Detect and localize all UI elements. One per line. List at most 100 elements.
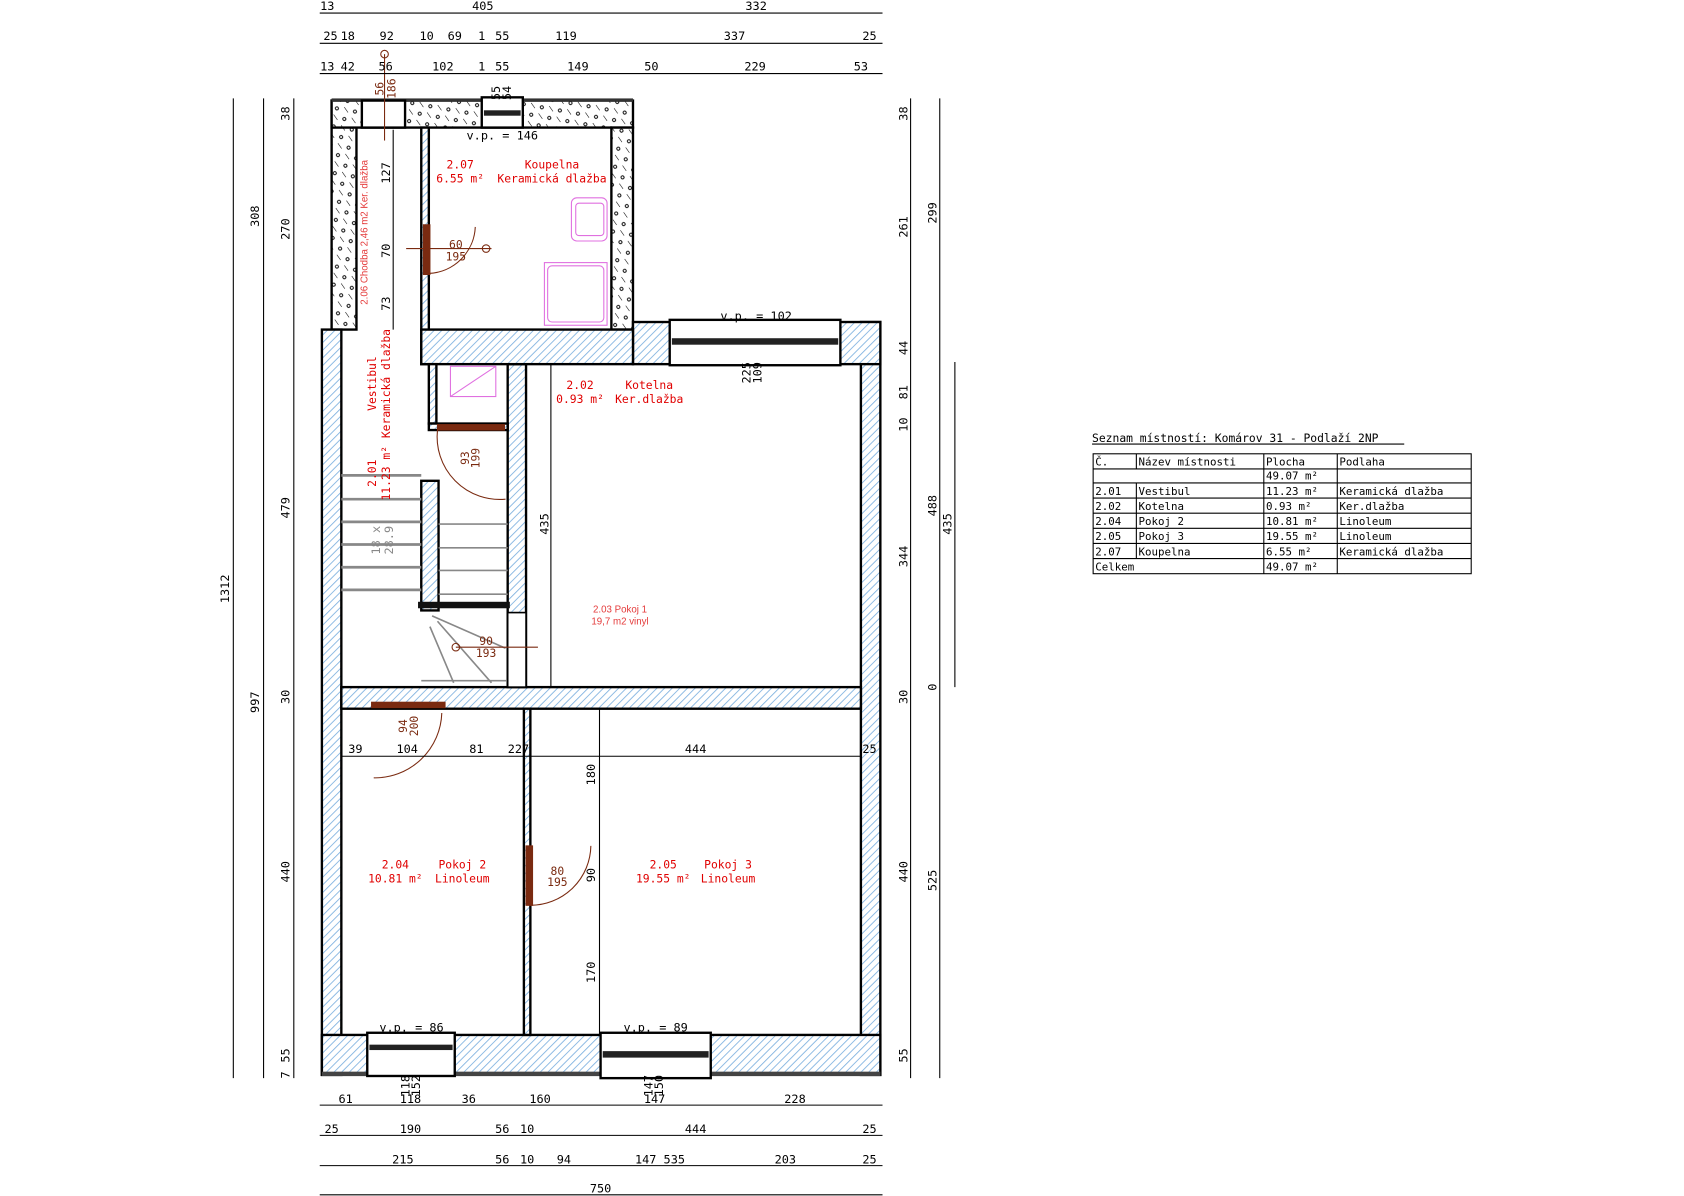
dimension-value: 479 — [278, 497, 292, 518]
room-labels: 2.07 6.55 m² Koupelna Keramická dlažba 2… — [359, 158, 755, 886]
room-area: 10.81 m² — [368, 872, 423, 886]
dimension-value: 270 — [278, 218, 292, 239]
table-cell: 11.23 m² — [1266, 485, 1318, 498]
room-label-chodba: 2.06 Chodba 2,46 m2 Ker. dlažba — [359, 159, 370, 304]
dimension-value: 38 — [896, 106, 910, 120]
dimension-value: 13 — [320, 0, 334, 13]
room-area: 19.55 m² — [636, 872, 691, 886]
dimension-value: 332 — [745, 0, 766, 13]
door-height: 195 — [547, 875, 567, 889]
dimension-value: 44 — [896, 341, 910, 355]
table-cell: Linoleum — [1339, 530, 1391, 543]
room-floor-pokoj1: 19,7 m2 vinyl — [591, 616, 648, 627]
table-cell: 2.01 — [1095, 485, 1121, 498]
dimension-value: 10 — [520, 1152, 534, 1166]
dimension-value: 337 — [724, 29, 745, 43]
dimension-value: 147 — [644, 1092, 665, 1106]
table-cell: Linoleum — [1339, 515, 1391, 528]
room-area: 0.93 m² — [556, 392, 604, 406]
fixtures — [449, 197, 608, 398]
table-total-area: 49.07 m² — [1266, 560, 1318, 573]
table-header: Podlaha — [1339, 456, 1385, 469]
door-height: 200 — [407, 716, 421, 737]
dimension-value: 435 — [538, 513, 552, 534]
room-name: Koupelna — [525, 158, 580, 172]
door-width: 60 — [449, 238, 463, 252]
window-dim: 54 — [500, 86, 514, 100]
dimension-value: 69 — [448, 29, 462, 43]
stair-height: 28.9 — [382, 526, 396, 555]
dimension-value: 90 — [584, 868, 598, 882]
dimension-value: 180 — [584, 764, 598, 785]
room-floor: Ker.dlažba — [615, 392, 683, 406]
table-cell: 10.81 m² — [1266, 515, 1318, 528]
dimension-value: 1312 — [218, 575, 232, 604]
table-header: Č. — [1095, 456, 1108, 469]
dimension-value: 50 — [644, 59, 658, 73]
dimension-value: 997 — [248, 692, 262, 713]
door-width: 94 — [396, 719, 410, 733]
window-dim: 55 — [489, 86, 503, 100]
room-schedule-table: Seznam místností: Komárov 31 - Podlaží 2… — [1092, 431, 1472, 575]
dimension-value: 55 — [896, 1048, 910, 1062]
dimension-value: 104 — [397, 742, 418, 756]
dimension-value: 25 — [862, 742, 876, 756]
table-cell: Kotelna — [1139, 500, 1185, 513]
room-floor: Linoleum — [701, 872, 756, 886]
window-dim: 109 — [751, 362, 765, 383]
dimension-value: 56 — [378, 59, 392, 73]
stair-count: 18 x — [369, 526, 383, 555]
dimension-value: 70 — [379, 244, 393, 258]
dimension-value: 0 — [926, 684, 940, 691]
table-total-label: Celkem — [1095, 560, 1134, 573]
window-vp-label: v.p. = 86 — [379, 1021, 443, 1035]
dimension-value: 440 — [278, 861, 292, 882]
table-cell: 19.55 m² — [1266, 530, 1318, 543]
table-cell: 49.07 m² — [1266, 470, 1318, 483]
windows: v.p. = 146 v.p. = 102 v.p. = 86 v.p. = 8… — [360, 86, 842, 1096]
table-cell: 2.04 — [1095, 515, 1121, 528]
dimension-value: 56 — [495, 1122, 509, 1136]
door-height: 186 — [384, 78, 398, 99]
room-number: 2.01 — [365, 459, 379, 486]
walls — [320, 98, 882, 1077]
dimension-value: 13 — [320, 59, 334, 73]
dimension-value: 444 — [685, 742, 706, 756]
door-width: 90 — [479, 634, 493, 648]
room-name: Kotelna — [625, 378, 673, 392]
dimension-value: 102 — [432, 59, 453, 73]
dimension-value: 10 — [896, 417, 910, 431]
dimension-value: 55 — [495, 29, 509, 43]
table-cell: Keramická dlažba — [1339, 545, 1443, 558]
dimension-value: 92 — [380, 29, 394, 43]
door-height: 195 — [446, 249, 466, 263]
dimension-value: 10 — [420, 29, 434, 43]
dimension-value: 190 — [400, 1122, 421, 1136]
dimension-value: 53 — [854, 59, 868, 73]
dimension-value: 1 — [478, 59, 485, 73]
dimension-value: 1 — [478, 29, 485, 43]
dimension-value: 73 — [379, 296, 393, 310]
table-cell: 2.07 — [1095, 545, 1121, 558]
dimension-value: 261 — [896, 216, 910, 237]
window-dim: 118 — [398, 1075, 412, 1096]
room-floor: Keramická dlažba — [497, 172, 606, 186]
room-number: 2.04 — [382, 858, 409, 872]
table-cell: Pokoj 3 — [1139, 530, 1185, 543]
dimension-value: 30 — [896, 690, 910, 704]
dimension-value: 344 — [896, 546, 910, 567]
room-number: 2.07 — [447, 158, 474, 172]
dimension-value: 525 — [926, 870, 940, 891]
dimension-value: 39 — [348, 742, 362, 756]
dimension-value: 149 — [567, 59, 588, 73]
table-header: Plocha — [1266, 456, 1305, 469]
dimension-value: 7 — [278, 1071, 292, 1078]
dimension-value: 30 — [278, 690, 292, 704]
room-name: Vestibul — [365, 356, 379, 411]
dimension-value: 203 — [775, 1152, 796, 1166]
room-name: Pokoj 3 — [704, 858, 752, 872]
table-cell: Vestibul — [1139, 485, 1191, 498]
dimension-value: 299 — [926, 202, 940, 223]
